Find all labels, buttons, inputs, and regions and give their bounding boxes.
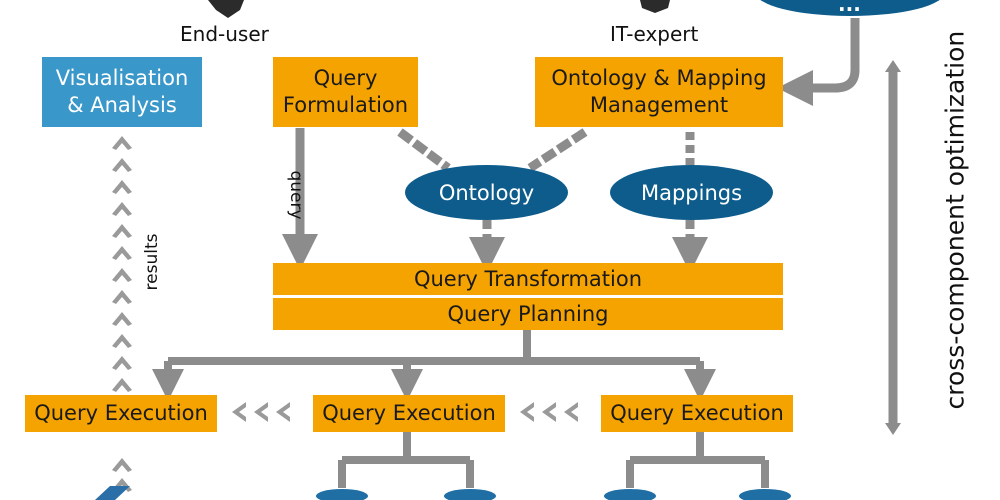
ontology-ellipse[interactable]: Ontology xyxy=(405,165,568,220)
stream-icon xyxy=(95,486,130,500)
cross-component-optimization-label: cross-component optimization xyxy=(940,30,970,410)
link-omm-ontology xyxy=(527,128,588,172)
query-arrow-label: query xyxy=(286,170,306,220)
database-icons xyxy=(316,489,791,500)
left-chevrons-2 xyxy=(520,402,578,422)
query-execution-left-box[interactable]: Query Execution xyxy=(25,395,217,432)
results-chevrons xyxy=(112,136,132,492)
query-formulation-box[interactable]: Query Formulation xyxy=(273,57,418,127)
cross-arrow-bottom xyxy=(885,423,901,435)
arrow-top-to-omm xyxy=(777,18,860,106)
top-ellipse-label: ... xyxy=(838,0,861,16)
mappings-ellipse[interactable]: Mappings xyxy=(610,165,773,220)
link-qf-ontology xyxy=(397,128,451,172)
it-expert-label: IT-expert xyxy=(610,22,699,46)
end-user-icon xyxy=(208,0,244,18)
query-execution-right-box[interactable]: Query Execution xyxy=(601,395,793,432)
results-arrow-label: results xyxy=(142,233,162,291)
left-chevrons-1 xyxy=(232,402,290,422)
cross-arrow-top xyxy=(885,60,901,72)
ontology-mapping-management-box[interactable]: Ontology & Mapping Management xyxy=(535,57,783,127)
end-user-label: End-user xyxy=(180,22,269,46)
top-ellipse xyxy=(760,0,940,16)
query-execution-mid-box[interactable]: Query Execution xyxy=(313,395,505,432)
visualisation-analysis-box[interactable]: Visualisation & Analysis xyxy=(42,57,202,127)
query-planning-box[interactable]: Query Planning xyxy=(273,298,783,330)
it-expert-icon xyxy=(640,0,670,13)
query-transformation-box[interactable]: Query Transformation xyxy=(273,263,783,295)
